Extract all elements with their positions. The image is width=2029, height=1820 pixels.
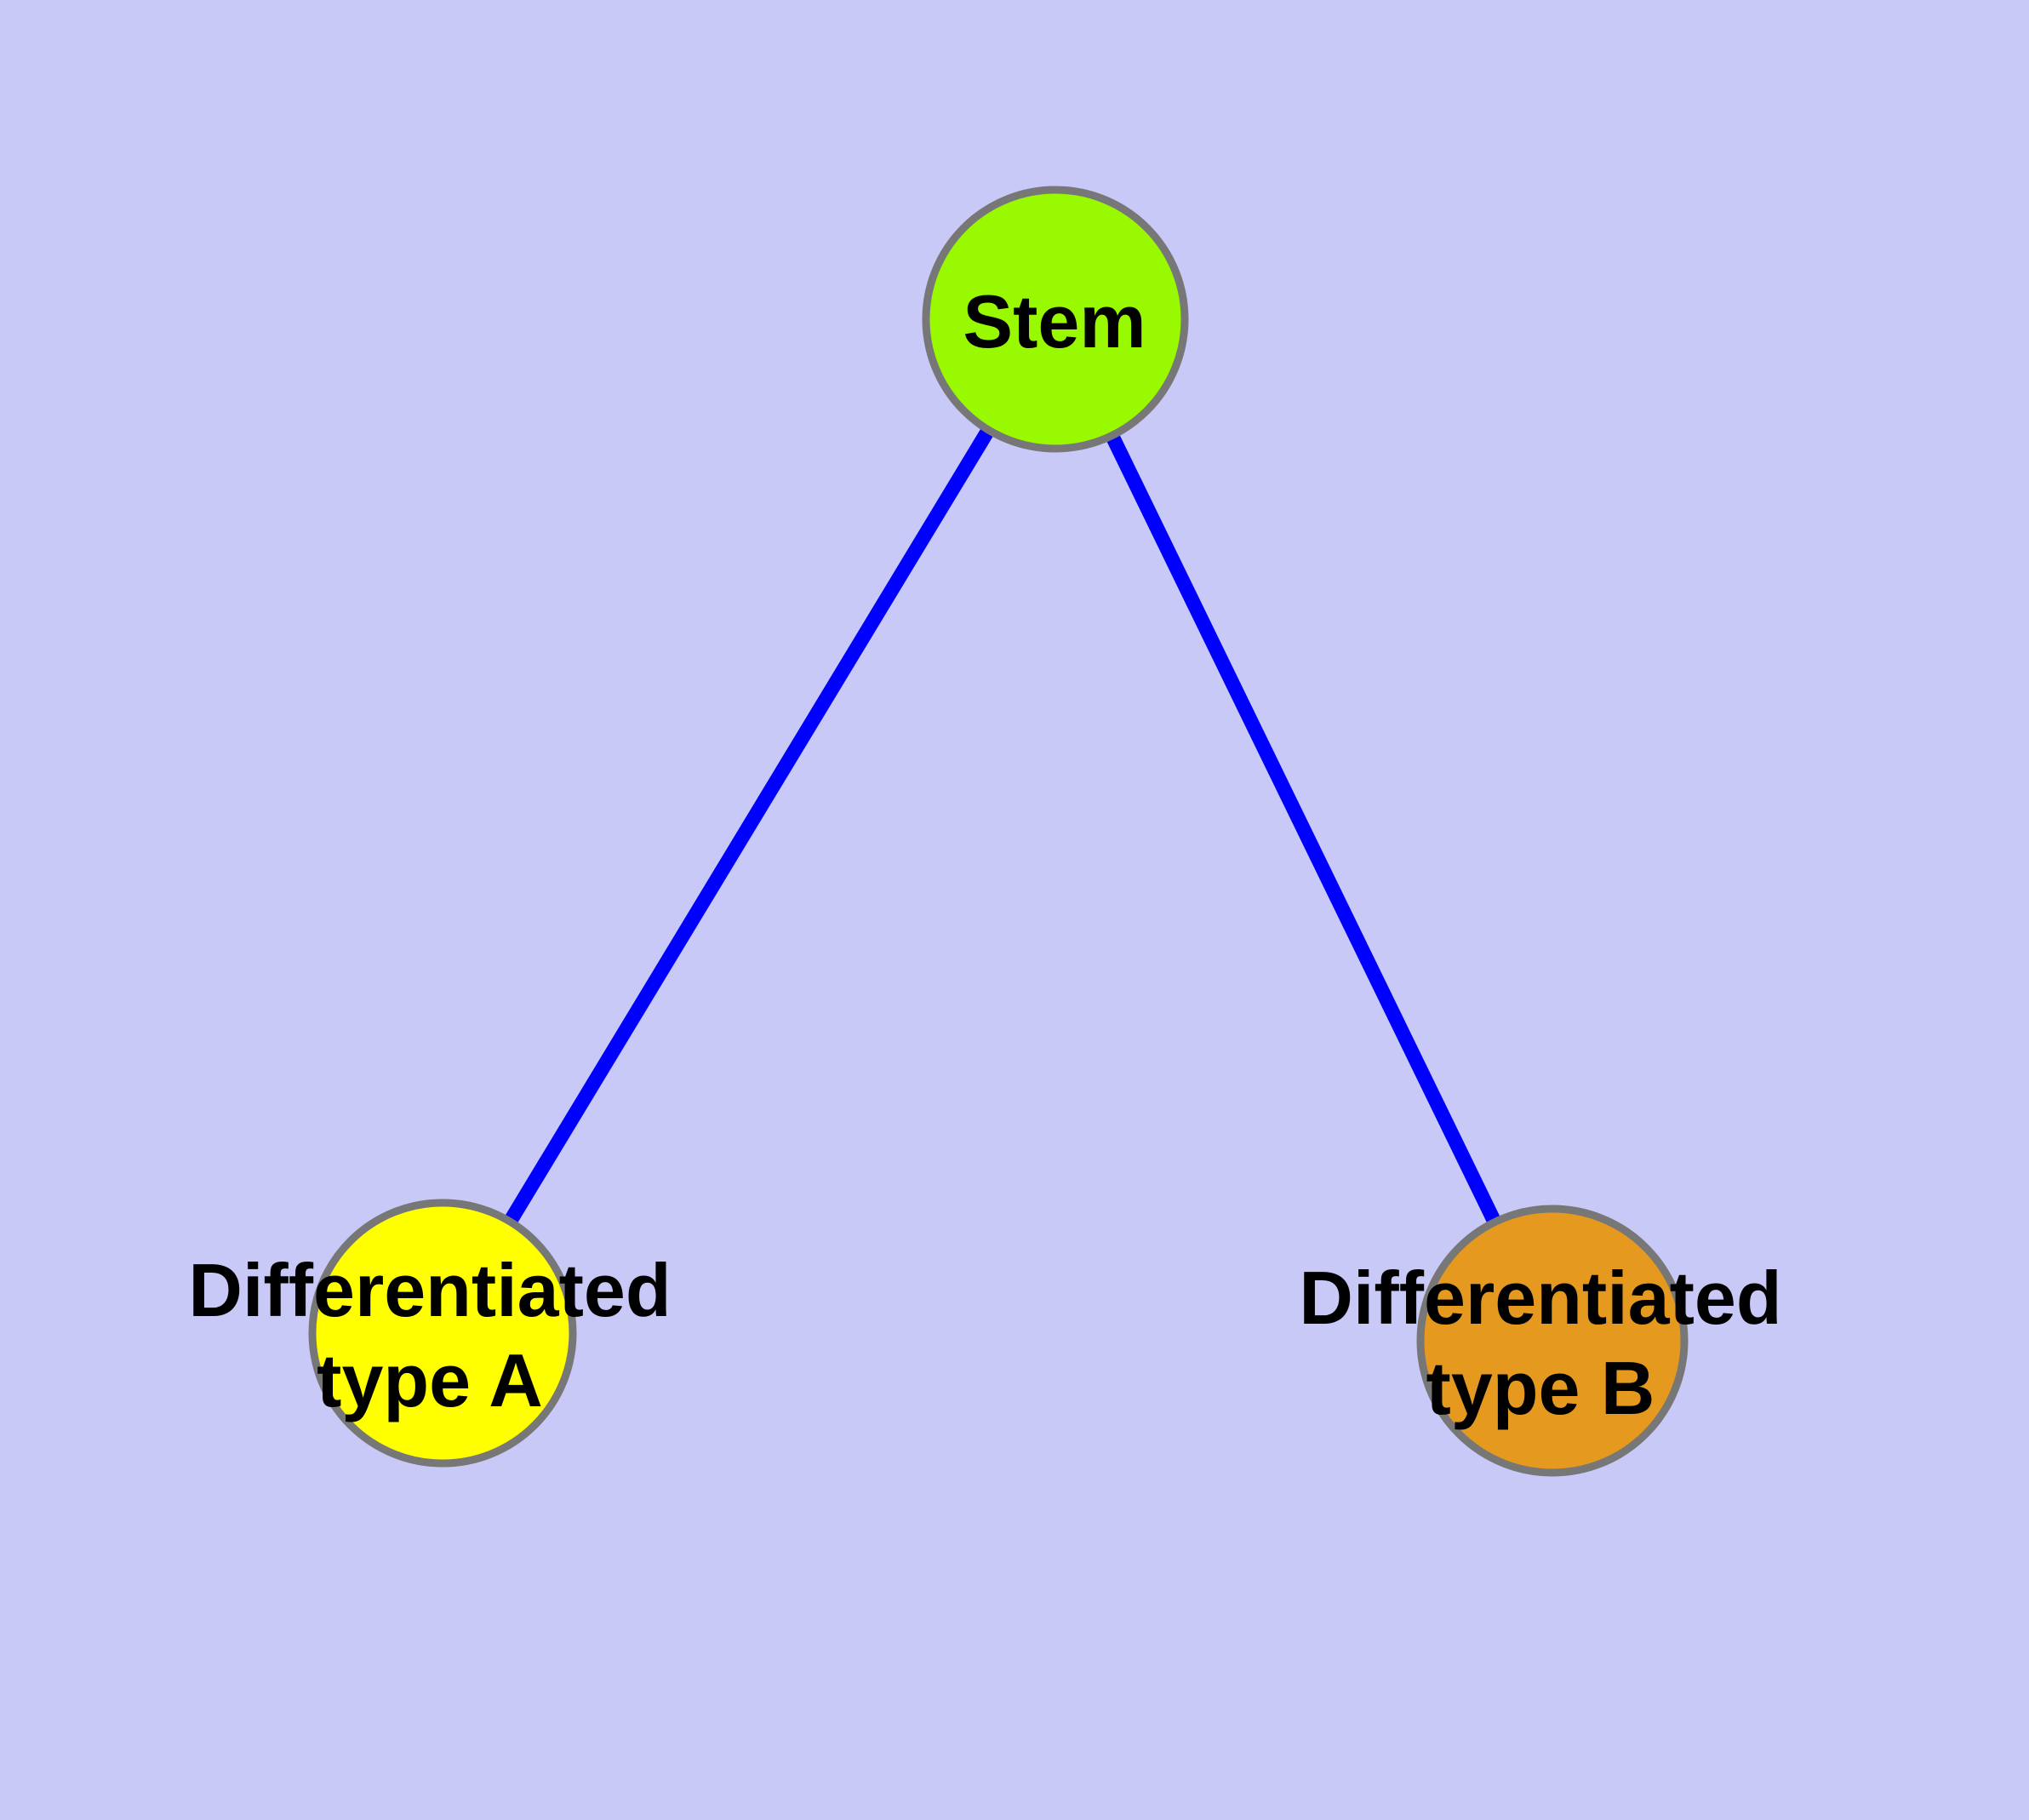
node-stem[interactable] bbox=[922, 186, 1189, 453]
node-differentiated-type-a[interactable] bbox=[308, 1199, 577, 1468]
node-type-a-label-line2: type A bbox=[317, 1338, 543, 1422]
node-differentiated-type-b[interactable] bbox=[1416, 1205, 1689, 1477]
edge-stem-to-type-a bbox=[436, 315, 1062, 1337]
node-type-b-label-line1: Differentiated bbox=[1299, 1256, 1781, 1340]
node-type-a-label-line1: Differentiated bbox=[188, 1248, 671, 1332]
node-type-b-label-line2: type B bbox=[1426, 1346, 1655, 1430]
edge-stem-to-type-b bbox=[1049, 316, 1559, 1344]
node-stem-label: Stem bbox=[963, 279, 1146, 363]
